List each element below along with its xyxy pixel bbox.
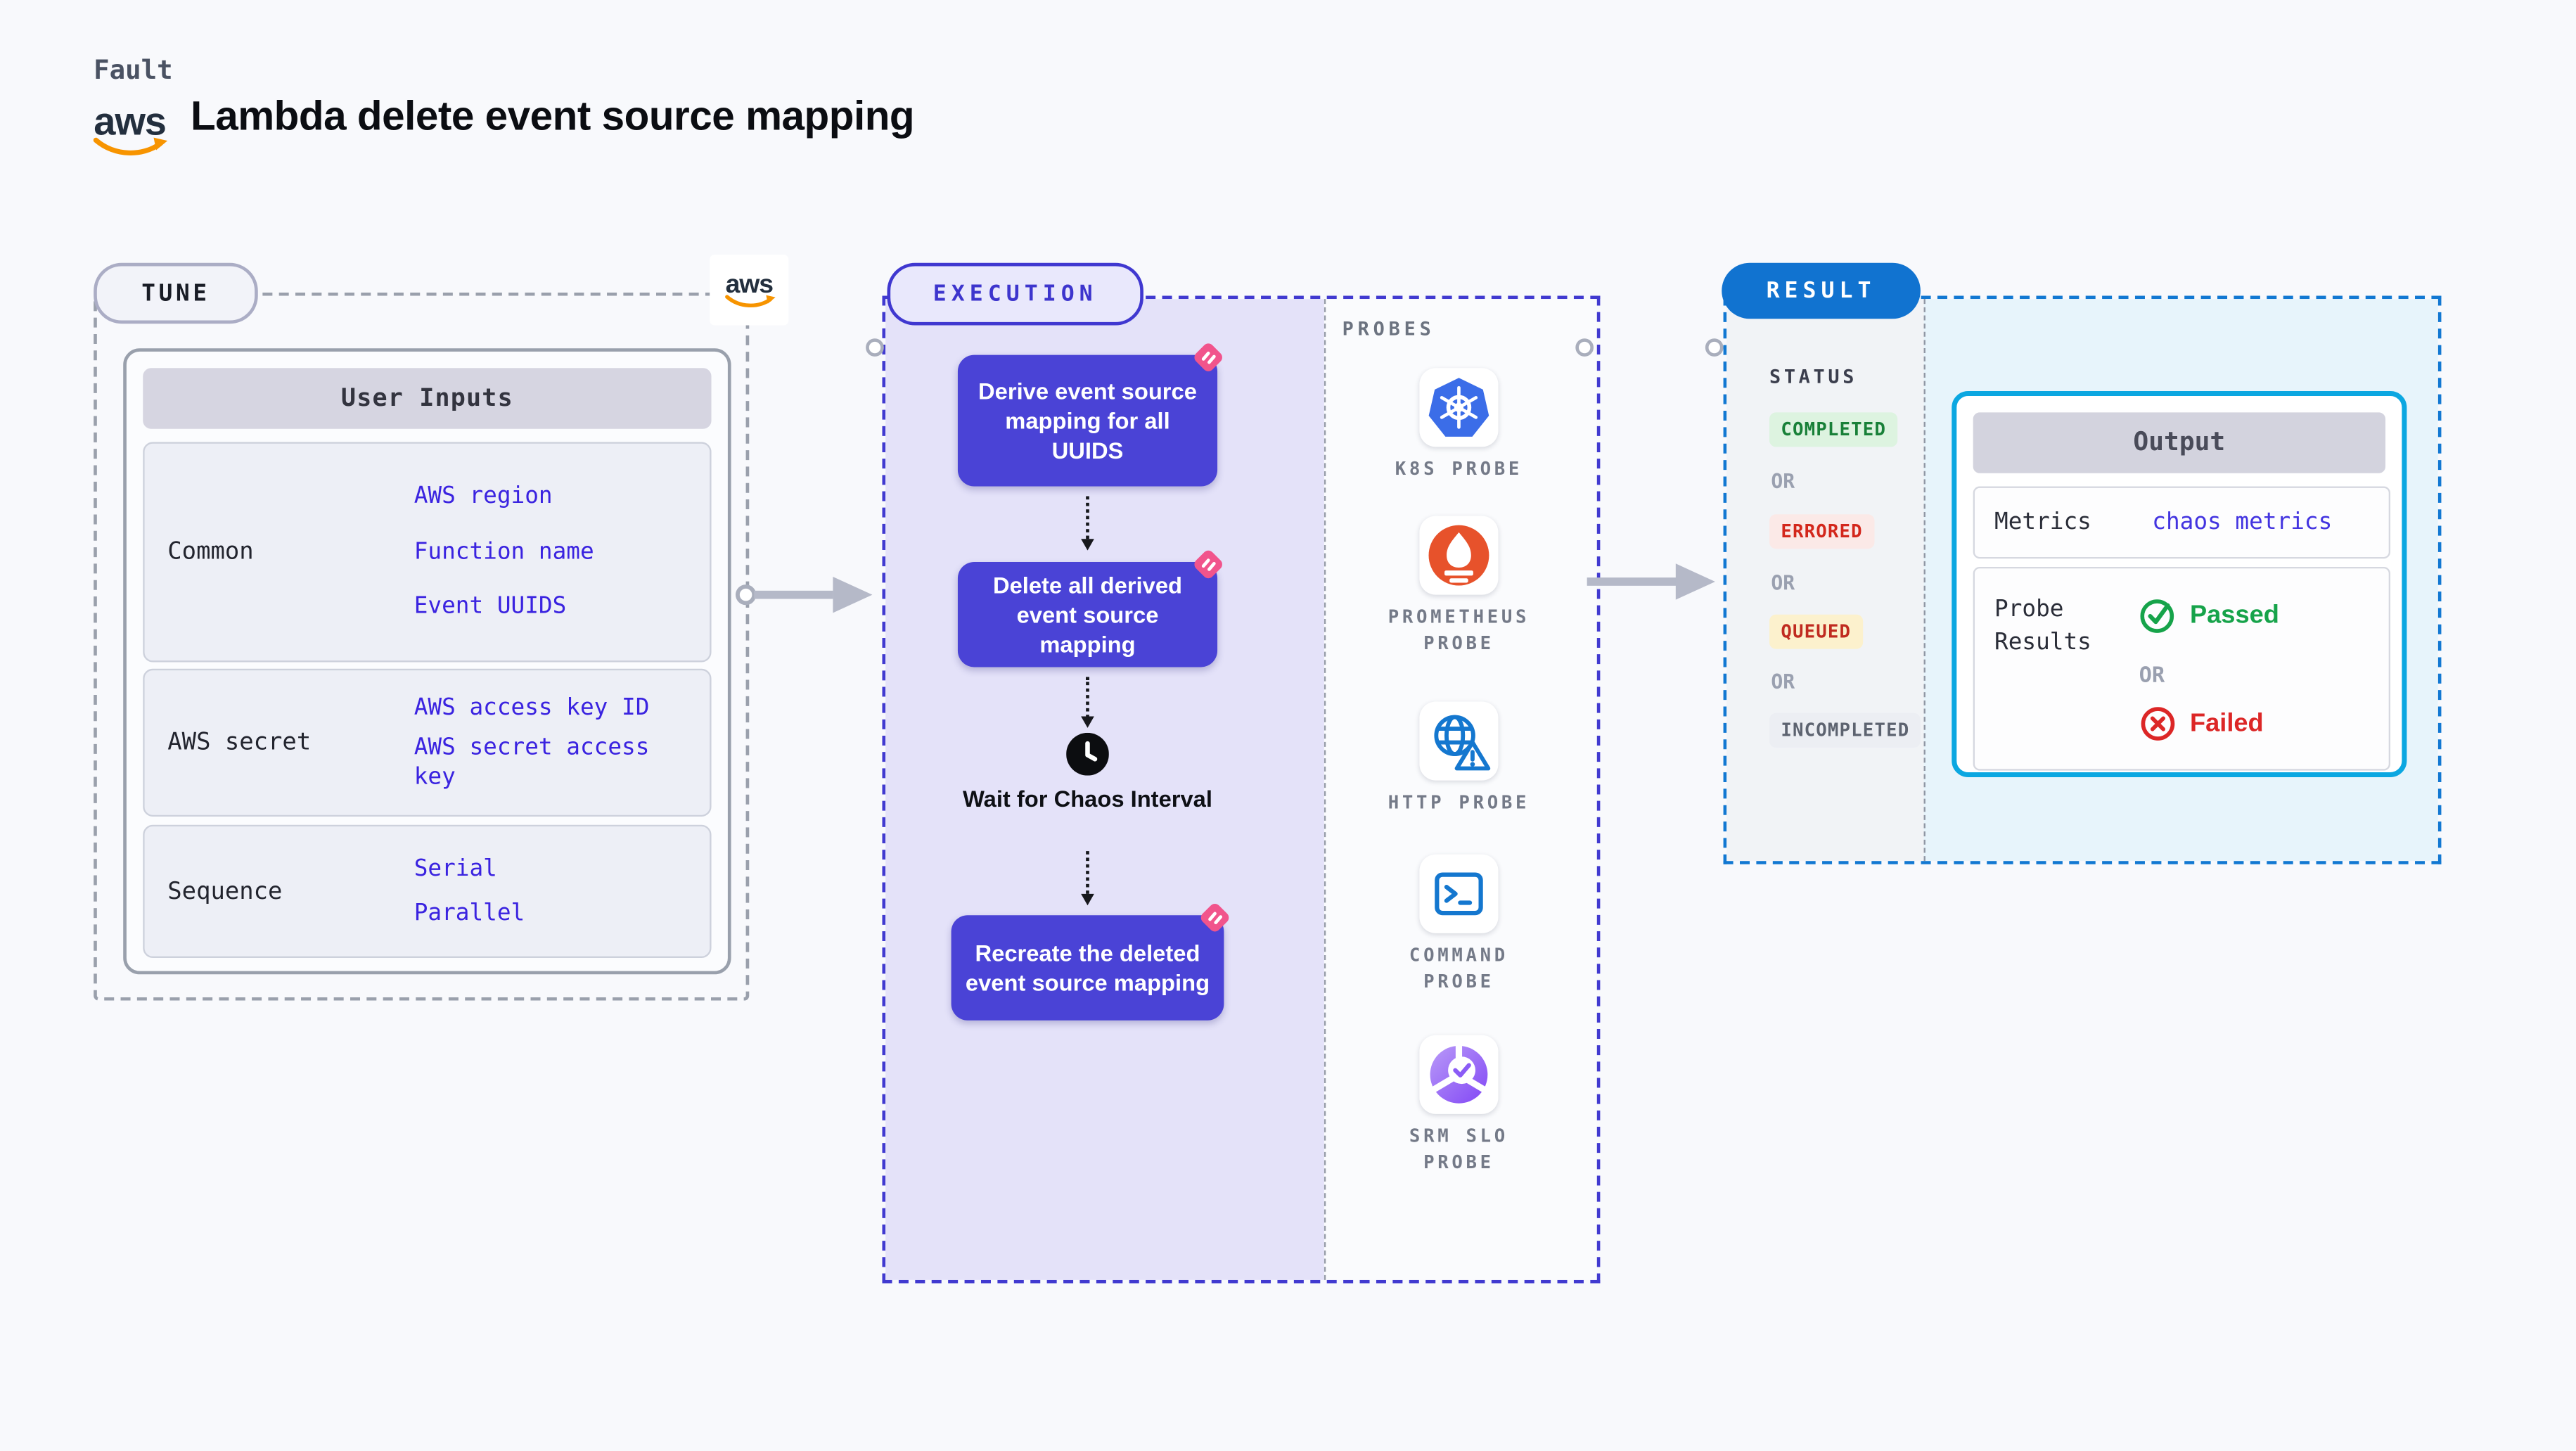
- execution-to-result-arrow: [1587, 563, 1715, 600]
- probe-label: COMMAND PROBE: [1409, 945, 1508, 992]
- aws-card: aws: [710, 255, 789, 326]
- probe-card-k8s: [1419, 368, 1499, 447]
- input-value: AWS access key ID: [414, 694, 650, 722]
- passed-result: Passed: [2139, 596, 2279, 634]
- status-heading: STATUS: [1769, 364, 1858, 388]
- aws-logo-small: aws: [724, 271, 775, 308]
- status-badge-errored: ERRORED: [1769, 514, 1875, 549]
- srm-slo-gauge-icon: [1430, 1044, 1488, 1104]
- probe-label: K8S PROBE: [1395, 458, 1523, 480]
- input-value: AWS secret access key: [414, 734, 650, 791]
- http-globe-warning-icon: [1434, 715, 1491, 771]
- output-box: Output Metrics chaos metrics Probe Resul…: [1952, 390, 2407, 777]
- result-container: STATUS COMPLETED OR ERRORED OR QUEUED OR…: [1723, 295, 2442, 864]
- or-separator: OR: [1771, 571, 1795, 595]
- prometheus-icon: [1428, 525, 1489, 586]
- execution-container: Derive event source mapping for all UUID…: [882, 295, 1601, 1284]
- flow-connector-arrow: [1079, 851, 1094, 906]
- metrics-row: Metrics chaos metrics: [1973, 486, 2391, 559]
- aws-smile-icon: [724, 294, 775, 307]
- chaos-metrics-link: chaos metrics: [2152, 509, 2333, 536]
- or-separator: OR: [1771, 670, 1795, 693]
- terminal-icon: [1435, 872, 1483, 916]
- clock-icon: [1066, 732, 1109, 776]
- chaos-ribbon-icon: [1194, 550, 1222, 579]
- probe-label: HTTP PROBE: [1388, 792, 1530, 814]
- metrics-label: Metrics: [1994, 509, 2091, 536]
- tune-container: [94, 292, 750, 1001]
- connector-dot: [1575, 338, 1594, 357]
- or-separator: OR: [1771, 470, 1795, 493]
- aws-logo-text: aws: [94, 100, 167, 145]
- flow-step-wait: Wait for Chaos Interval: [962, 785, 1212, 812]
- probe-results-row: Probe Results Passed OR Failed: [1973, 566, 2391, 771]
- input-value: Serial: [414, 855, 497, 883]
- x-circle-icon: [2141, 707, 2175, 741]
- kubernetes-icon: [1428, 378, 1489, 437]
- fault-kicker: Fault: [94, 54, 173, 86]
- status-badge-completed: COMPLETED: [1769, 412, 1898, 447]
- row-label: Sequence: [167, 878, 283, 905]
- tune-badge: TUNE: [94, 262, 258, 324]
- table-row: AWS secret AWS access key ID AWS secret …: [143, 668, 712, 817]
- check-circle-icon: [2140, 599, 2174, 633]
- failed-result: Failed: [2139, 705, 2264, 743]
- input-value: Function name: [414, 539, 594, 565]
- probes-panel: [1324, 299, 1597, 1280]
- status-badge-incompleted: INCOMPLETED: [1769, 712, 1921, 748]
- row-label: Common: [167, 539, 254, 565]
- flow-step-recreate: Recreate the deleted event source mappin…: [951, 903, 1229, 1021]
- output-header: Output: [1973, 412, 2386, 473]
- row-label: AWS secret: [167, 729, 312, 756]
- flow-step-delete: Delete all derived event source mapping: [957, 550, 1222, 667]
- status-badge-queued: QUEUED: [1769, 614, 1863, 649]
- aws-logo: aws: [92, 100, 168, 158]
- chaos-ribbon-icon: [1200, 903, 1229, 932]
- probe-card-command: [1419, 854, 1499, 933]
- input-value: AWS region: [414, 483, 553, 511]
- input-value: Parallel: [414, 900, 525, 927]
- or-separator: OR: [2139, 663, 2165, 689]
- probe-label: SRM SLO PROBE: [1409, 1125, 1508, 1173]
- result-badge: RESULT: [1722, 262, 1921, 319]
- execution-badge: EXECUTION: [887, 262, 1143, 326]
- table-row: Sequence Serial Parallel: [143, 824, 712, 958]
- connector-dot: [1705, 338, 1724, 357]
- chaos-ribbon-icon: [1194, 343, 1222, 371]
- probe-card-srm-slo: [1419, 1035, 1499, 1114]
- user-inputs-header: User Inputs: [143, 368, 712, 429]
- probe-results-label: Probe Results: [1994, 596, 2091, 656]
- page-title: Lambda delete event source mapping: [190, 94, 915, 140]
- connector-dot: [866, 338, 884, 357]
- flow-connector-arrow: [1079, 496, 1094, 551]
- status-column: STATUS COMPLETED OR ERRORED OR QUEUED OR…: [1726, 299, 1924, 862]
- probe-card-http: [1419, 701, 1499, 781]
- probe-card-prometheus: [1419, 516, 1499, 595]
- flow-step-derive: Derive event source mapping for all UUID…: [957, 343, 1222, 487]
- aws-smile-icon: [93, 137, 168, 155]
- input-value: Event UUIDS: [414, 594, 567, 620]
- tune-to-execution-arrow: [735, 576, 873, 613]
- probes-heading: PROBES: [1342, 317, 1435, 340]
- table-row: Common AWS region Function name Event UU…: [143, 442, 712, 663]
- flow-connector-arrow: [1079, 677, 1094, 728]
- user-inputs-table: User Inputs Common AWS region Function n…: [123, 348, 731, 975]
- probe-label: PROMETHEUS PROBE: [1388, 606, 1530, 654]
